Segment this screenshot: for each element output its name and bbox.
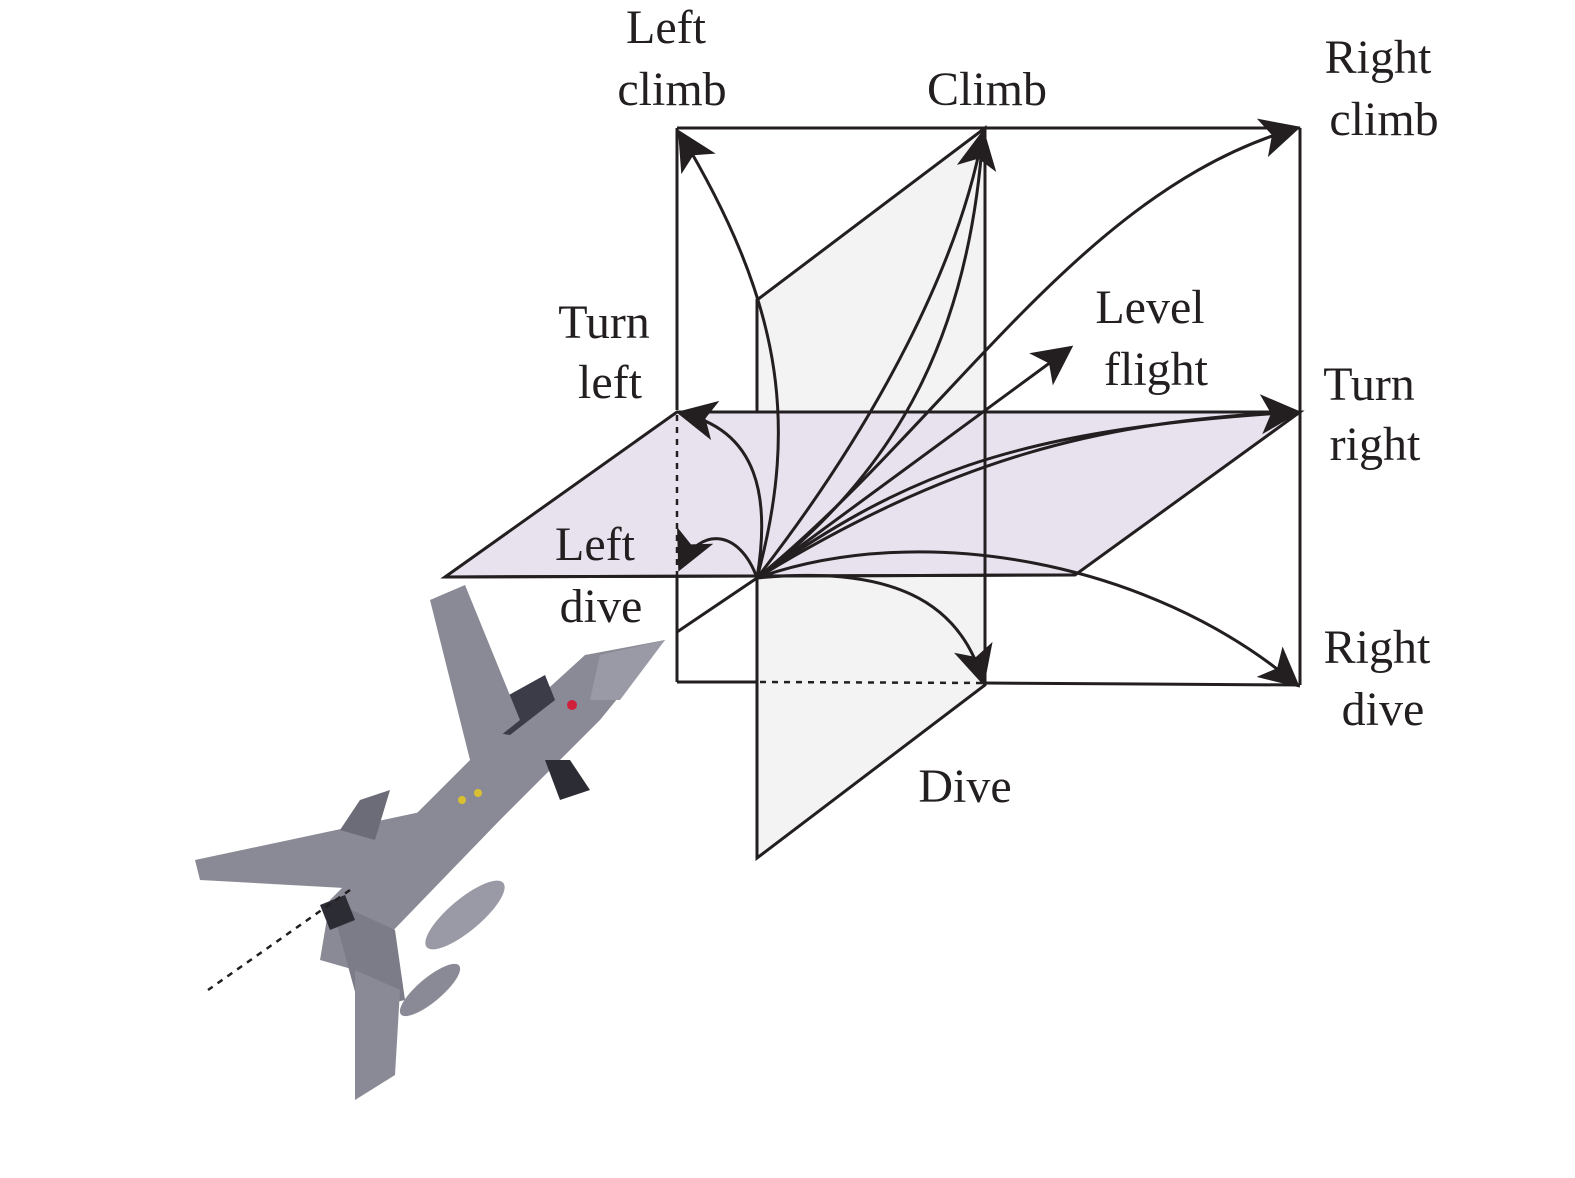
- label-left-climb: Left climb: [617, 1, 726, 116]
- label-right-climb-line1: Right: [1325, 31, 1432, 84]
- trajectory-level-flight: [756, 345, 1074, 580]
- trajectory-turn-right-2: [756, 410, 1298, 580]
- trajectory-climb-1: [755, 129, 997, 579]
- trajectories: [676, 118, 1301, 688]
- fighter-jet-icon: [195, 585, 665, 1100]
- label-left-climb-line1: Left: [626, 1, 707, 54]
- label-turn-right-line1: Turn: [1323, 358, 1415, 411]
- label-turn-left-line1: Turn: [558, 296, 650, 349]
- label-turn-left: Turn left: [558, 296, 662, 409]
- trajectory-dive: [756, 573, 993, 686]
- dashed-bottom: [759, 680, 986, 685]
- aircraft-axis-dashed: [207, 888, 351, 992]
- label-left-dive-line2: dive: [560, 580, 643, 633]
- trajectory-left-dive: [677, 526, 759, 579]
- flight-axis-line: [676, 576, 758, 634]
- label-right-dive-line2: dive: [1342, 683, 1425, 736]
- label-turn-right-line2: right: [1330, 418, 1421, 471]
- back-frame-bottom-right: [984, 681, 1301, 687]
- trajectory-right-climb: [756, 118, 1301, 580]
- label-level-flight-line1: Level: [1095, 281, 1204, 334]
- label-dive: Dive: [918, 760, 1011, 813]
- label-climb: Climb: [927, 63, 1047, 116]
- dashed-guides: [675, 415, 986, 685]
- label-right-dive-line1: Right: [1324, 621, 1431, 674]
- label-right-climb: Right climb: [1325, 31, 1444, 146]
- trajectory-right-dive: [756, 550, 1301, 688]
- label-left-climb-line2: climb: [617, 63, 726, 116]
- label-level-flight: Level flight: [1095, 281, 1216, 396]
- label-right-climb-line2: climb: [1329, 93, 1438, 146]
- label-left-dive-line1: Left: [555, 518, 636, 571]
- label-left-dive: Left dive: [555, 518, 647, 633]
- trajectory-turn-left: [676, 400, 764, 579]
- label-level-flight-line2: flight: [1104, 343, 1209, 396]
- label-right-dive: Right dive: [1324, 621, 1443, 736]
- label-turn-right: Turn right: [1323, 358, 1427, 471]
- label-turn-left-line2: left: [578, 356, 643, 409]
- trajectory-left-climb: [677, 129, 780, 579]
